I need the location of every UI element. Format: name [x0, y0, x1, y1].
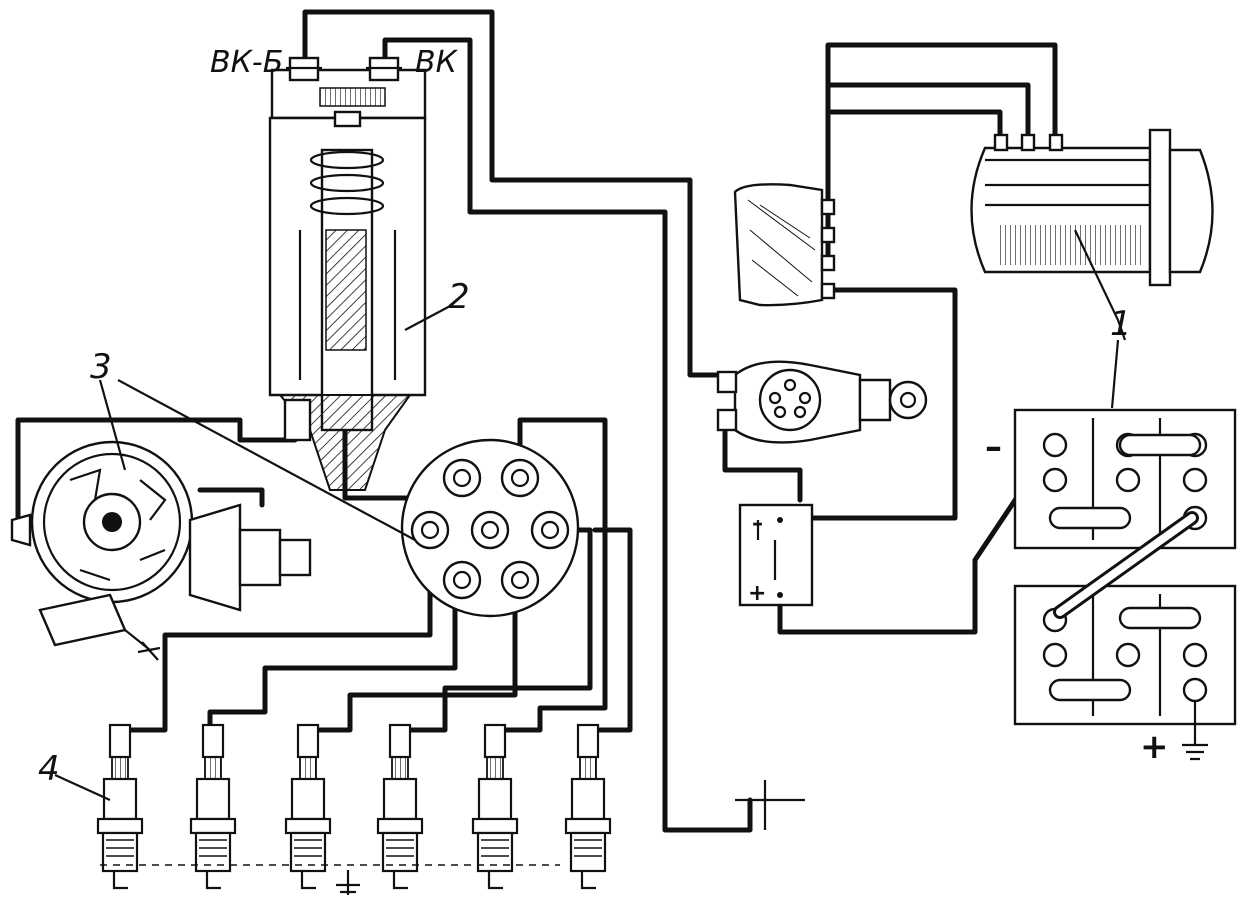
spark-plug — [564, 723, 612, 890]
label-part-3: 3 — [90, 347, 112, 387]
label-part-2: 2 — [448, 277, 470, 317]
spark-plug — [471, 723, 519, 890]
spark-plugs — [96, 723, 612, 890]
battery-upper — [1013, 408, 1237, 550]
label-vk-b: ВК-Б — [210, 45, 283, 80]
label-battery-minus: – — [985, 427, 1002, 467]
label-switch-minus: – — [752, 511, 763, 536]
terminal-vk-b — [286, 48, 322, 82]
spark-plug — [284, 723, 332, 890]
spark-plug — [189, 723, 237, 890]
label-switch-plus: + — [748, 581, 766, 606]
label-part-4: 4 — [38, 749, 60, 789]
distributor-cap — [400, 438, 580, 618]
ignition-switch — [716, 360, 928, 444]
label-battery-plus: + — [1140, 727, 1169, 767]
battery-lower — [1013, 584, 1237, 726]
distributor-breaker — [10, 440, 312, 661]
ground-terminal — [735, 780, 805, 830]
fuse-box — [738, 503, 814, 607]
spark-plug — [96, 723, 144, 890]
generator — [970, 128, 1214, 341]
wiring-harness — [15, 9, 1058, 833]
label-vk: ВК — [415, 45, 459, 80]
terminal-vk — [366, 48, 402, 82]
label-part-1: 1 — [1110, 304, 1132, 344]
voltage-regulator — [733, 183, 836, 307]
ignition-coil — [268, 48, 427, 491]
spark-plug — [376, 723, 424, 890]
